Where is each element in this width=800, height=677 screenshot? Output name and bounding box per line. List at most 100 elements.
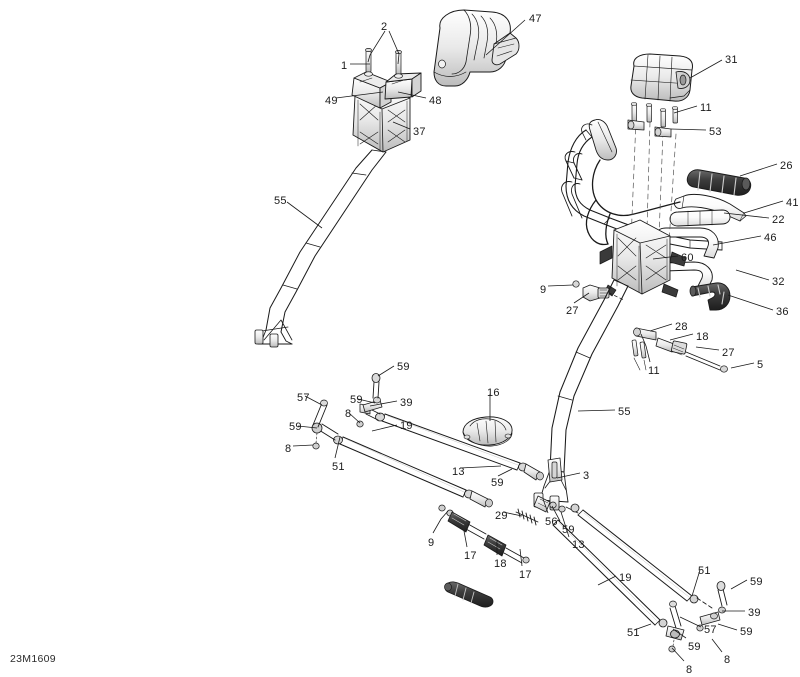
part-lever-assembly — [561, 119, 617, 219]
leader-line — [560, 511, 570, 538]
callout-13: 13 — [452, 466, 465, 478]
leader-line — [649, 323, 673, 332]
part-clamp-53-group — [627, 119, 672, 138]
leader-line — [556, 472, 581, 479]
callout-26: 26 — [780, 160, 793, 172]
leader-line — [679, 616, 702, 628]
leader-line — [673, 105, 698, 114]
leader-line — [670, 128, 707, 131]
part-joint-bottom-right — [696, 581, 728, 632]
callout-41: 41 — [786, 197, 799, 209]
leader-line — [597, 575, 617, 586]
leader-line — [730, 362, 755, 369]
leader-line — [672, 628, 687, 639]
leader-line — [652, 255, 679, 260]
part-steering-column-left — [254, 149, 387, 348]
callout-57: 57 — [297, 392, 310, 404]
callout-59: 59 — [289, 421, 302, 433]
part-tie-rod-19-lower — [311, 399, 493, 508]
leader-line — [723, 212, 770, 219]
part-washer-1b — [394, 73, 403, 79]
leader-line — [397, 91, 427, 99]
leader-line — [542, 498, 549, 514]
leader-line — [573, 292, 590, 304]
callout-8: 8 — [345, 408, 352, 420]
leader-line — [727, 294, 774, 311]
leader-line — [671, 647, 685, 662]
callout-13: 13 — [572, 539, 585, 551]
leader-line — [743, 200, 784, 214]
callout-59: 59 — [350, 394, 363, 406]
callout-9: 9 — [428, 537, 435, 549]
leader-line — [388, 30, 400, 65]
callout-59: 59 — [688, 641, 701, 653]
callout-48: 48 — [429, 95, 442, 107]
callout-57: 57 — [704, 624, 717, 636]
callout-18: 18 — [696, 331, 709, 343]
callout-8: 8 — [724, 654, 731, 666]
leader-line — [292, 444, 314, 447]
leader-line — [459, 465, 502, 469]
callout-11: 11 — [700, 102, 712, 114]
callout-22: 22 — [772, 214, 785, 226]
leader-line — [348, 412, 361, 424]
callout-51: 51 — [332, 461, 345, 473]
leader-line — [711, 638, 723, 653]
part-spring-29 — [515, 508, 539, 526]
leader-line — [691, 569, 701, 597]
part-hardware-28-18-27-5 — [631, 327, 728, 373]
leader-line — [735, 269, 770, 281]
leader-line — [432, 510, 449, 534]
leader-line — [392, 121, 411, 130]
callout-8: 8 — [686, 664, 693, 676]
leader-line — [551, 505, 561, 522]
callout-49: 49 — [325, 95, 338, 107]
part-steering-column-right — [533, 279, 629, 511]
leader-line — [547, 284, 574, 287]
part-tie-rod-19-right-lower — [552, 519, 668, 628]
leader-line — [377, 365, 395, 377]
callout-3: 3 — [583, 470, 590, 482]
callout-17: 17 — [464, 550, 477, 562]
part-cover-plate-16 — [462, 416, 513, 447]
leader-lines — [286, 19, 784, 662]
leader-line — [633, 623, 652, 631]
callout-11: 11 — [648, 365, 660, 377]
callout-19: 19 — [619, 572, 632, 584]
part-hose-22 — [669, 209, 731, 227]
callout-29: 29 — [495, 510, 508, 522]
leader-line — [689, 59, 723, 79]
callout-18: 18 — [494, 558, 507, 570]
part-wiring-harness — [585, 159, 681, 246]
callout-51: 51 — [627, 627, 640, 639]
callout-2: 2 — [381, 21, 388, 33]
part-bolt-11-group — [630, 102, 679, 128]
leader-line — [463, 530, 468, 548]
leader-line — [334, 436, 341, 459]
callout-8: 8 — [285, 443, 292, 455]
part-bracket-3 — [547, 457, 563, 483]
part-grip-26 — [686, 169, 752, 196]
part-clamp-48 — [384, 72, 422, 100]
leader-line — [730, 579, 748, 590]
part-throttle-housing-47 — [433, 9, 520, 87]
leader-line — [335, 91, 384, 99]
leader-line — [485, 19, 526, 56]
part-hardware-9-27 — [572, 280, 625, 302]
leader-line — [357, 398, 376, 404]
part-washer-1a — [364, 71, 373, 77]
leader-line — [502, 511, 523, 517]
callout-31: 31 — [725, 54, 738, 66]
callout-37: 37 — [413, 126, 426, 138]
callout-47: 47 — [529, 13, 542, 25]
callout-32: 32 — [772, 276, 785, 288]
part-tie-rod-19-right-upper — [570, 503, 713, 609]
diagram-watermark: 23M1609 — [10, 653, 56, 665]
callout-27: 27 — [722, 347, 735, 359]
leader-line — [371, 424, 398, 432]
callout-1: 1 — [341, 60, 348, 72]
leader-line — [712, 235, 762, 246]
leader-line — [640, 333, 651, 363]
